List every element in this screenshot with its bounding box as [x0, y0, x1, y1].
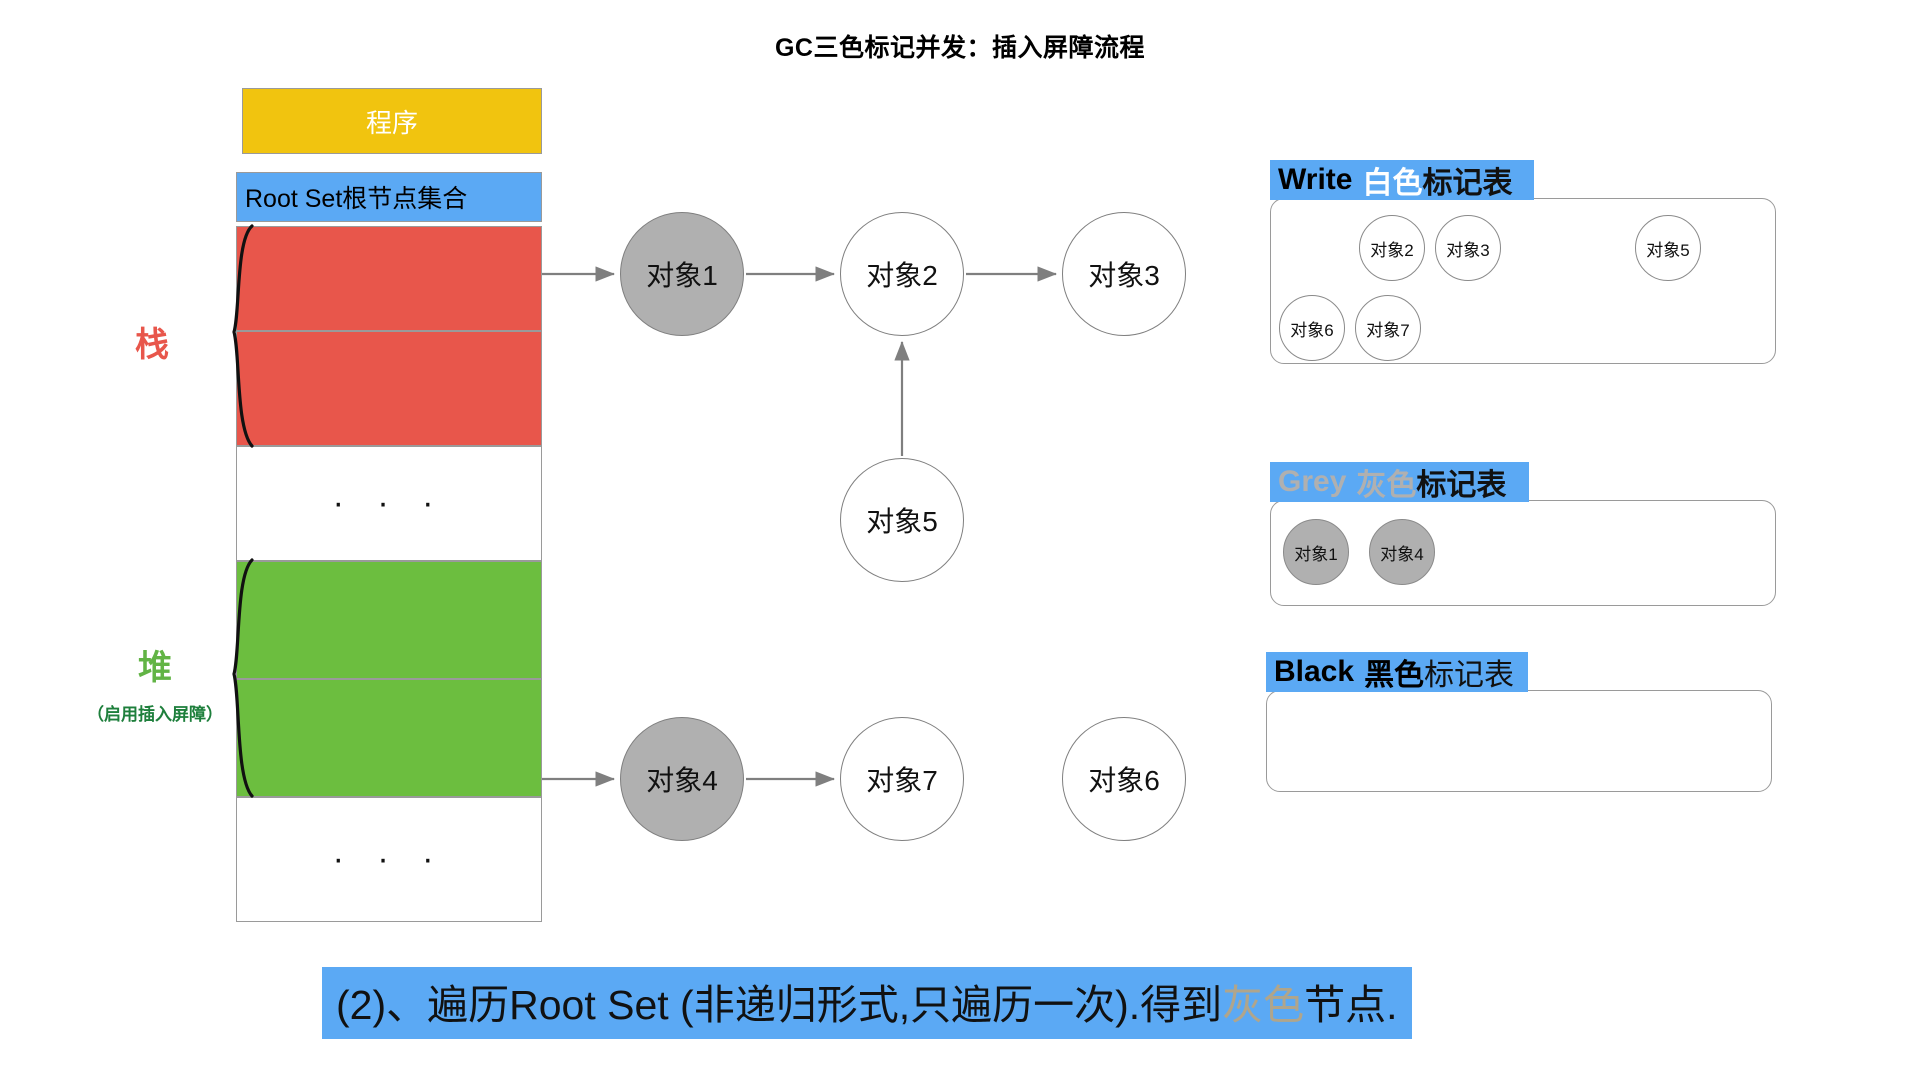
heap-label: 堆 [138, 649, 172, 687]
white-chip-obj3[interactable]: 对象3 [1435, 215, 1501, 281]
grey-header-en: Grey [1278, 465, 1347, 498]
grey-chip-obj4[interactable]: 对象4 [1369, 519, 1435, 585]
caption-part1: (2)、遍历Root Set (非递归形式,只遍历一次).得到 [336, 982, 1223, 1028]
node-obj5[interactable]: 对象5 [840, 458, 964, 582]
caption-highlight: 灰色 [1222, 982, 1305, 1028]
caption-part2: 节点. [1304, 982, 1398, 1028]
white-chip-obj5[interactable]: 对象5 [1635, 215, 1701, 281]
grey-header-cn-colored: 灰色 [1356, 469, 1417, 502]
black-mark-table-header: Black 黑色标记表 [1266, 652, 1528, 692]
white-header-en: Write [1278, 163, 1353, 196]
step-caption: (2)、遍历Root Set (非递归形式,只遍历一次).得到灰色节点. [322, 967, 1412, 1039]
heap-slot-1 [236, 561, 542, 679]
node-obj4[interactable]: 对象4 [620, 717, 744, 841]
stack-ellipsis: · · · [236, 446, 542, 561]
white-mark-table-header: Write 白色标记表 [1270, 160, 1534, 200]
grey-chip-obj1[interactable]: 对象1 [1283, 519, 1349, 585]
white-header-cn-colored: 白色 [1362, 167, 1423, 200]
white-mark-table-body: 对象2 对象3 对象5 对象6 对象7 [1270, 198, 1776, 364]
heap-ellipsis: · · · [236, 797, 542, 922]
node-obj3[interactable]: 对象3 [1062, 212, 1186, 336]
stack-slot-2 [236, 331, 542, 446]
root-set-label: Root Set根节点集合 [245, 185, 468, 213]
program-label: 程序 [365, 107, 418, 138]
white-header-cn-plain: 标记表 [1422, 167, 1513, 200]
stack-label: 栈 [135, 326, 169, 364]
heap-sublabel: （启用插入屏障） [87, 705, 223, 724]
node-obj1[interactable]: 对象1 [620, 212, 744, 336]
white-chip-obj7[interactable]: 对象7 [1355, 295, 1421, 361]
heap-brace [232, 558, 254, 798]
black-header-cn-plain: 标记表 [1424, 659, 1515, 692]
grey-mark-table-body: 对象1 对象4 [1270, 500, 1776, 606]
black-mark-table-body [1266, 690, 1772, 792]
heap-slot-2 [236, 679, 542, 797]
page-title: GC三色标记并发：插入屏障流程 [774, 34, 1145, 62]
white-chip-obj2[interactable]: 对象2 [1359, 215, 1425, 281]
node-obj6[interactable]: 对象6 [1062, 717, 1186, 841]
black-header-cn-colored: 黑色 [1364, 659, 1425, 692]
root-set-bar: Root Set根节点集合 [236, 172, 542, 222]
stack-slot-1 [236, 226, 542, 331]
node-obj2[interactable]: 对象2 [840, 212, 964, 336]
grey-header-cn-plain: 标记表 [1416, 469, 1507, 502]
grey-mark-table-header: Grey 灰色标记表 [1270, 462, 1529, 502]
stack-brace [232, 224, 254, 448]
black-header-en: Black [1274, 655, 1355, 688]
white-chip-obj6[interactable]: 对象6 [1279, 295, 1345, 361]
program-bar: 程序 [242, 88, 542, 154]
node-obj7[interactable]: 对象7 [840, 717, 964, 841]
